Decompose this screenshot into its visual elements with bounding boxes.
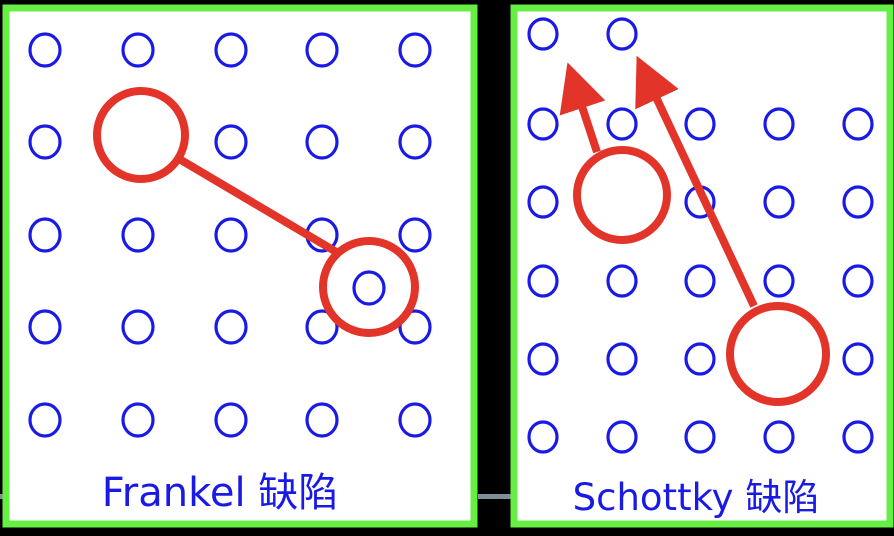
schottky-vacancy-ring-right — [726, 302, 830, 406]
baseline-marker-middle — [478, 494, 512, 499]
schottky-atom-r2-c4 — [763, 107, 795, 141]
frenkel-atom-r5-c3 — [214, 402, 248, 438]
frenkel-panel: Frankel 缺陷 — [2, 4, 478, 528]
frenkel-atom-r1-c4 — [305, 32, 339, 68]
schottky-panel: Schottky 缺陷 — [510, 4, 894, 528]
frenkel-atom-r2-c1 — [28, 124, 62, 160]
schottky-atom-r2-c5 — [842, 107, 874, 141]
schottky-atom-r2-c1 — [527, 107, 559, 141]
frenkel-atom-r5-c5 — [398, 402, 432, 438]
schottky-atom-r4-c3 — [684, 264, 716, 298]
frenkel-atom-r3-c3 — [214, 217, 248, 253]
schottky-migration-arrow-right — [635, 55, 758, 308]
schottky-atom-r3-c1 — [527, 185, 559, 219]
schottky-atom-r6-c3 — [684, 420, 716, 454]
schottky-atom-r5-c5 — [842, 342, 874, 376]
schottky-migration-arrow-left — [559, 62, 606, 154]
frenkel-atom-r3-c1 — [28, 217, 62, 253]
schottky-atom-r4-c2 — [606, 264, 638, 298]
frenkel-atom-r2-c5 — [398, 124, 432, 160]
frenkel-atom-r4-c3 — [214, 309, 248, 345]
schottky-atom-r6-c1 — [527, 420, 559, 454]
schottky-atom-r2-c3 — [684, 107, 716, 141]
frenkel-panel-frame — [2, 4, 478, 528]
frenkel-atom-r4-c2 — [121, 309, 155, 345]
schottky-atom-r4-c5 — [842, 264, 874, 298]
schottky-atom-r2-c2 — [606, 107, 638, 141]
schottky-atom-r5-c2 — [606, 342, 638, 376]
schottky-atom-r1-c1 — [527, 17, 559, 51]
schottky-atom-r6-c2 — [606, 420, 638, 454]
frenkel-vacancy-ring — [93, 87, 189, 183]
frenkel-atom-r3-c2 — [121, 217, 155, 253]
frenkel-caption: Frankel 缺陷 — [102, 470, 339, 516]
schottky-atom-r5-c1 — [527, 342, 559, 376]
frenkel-atom-r3-c5 — [398, 217, 432, 253]
frenkel-atom-r5-c1 — [28, 402, 62, 438]
frenkel-defect — [93, 87, 419, 337]
frenkel-atom-r1-c2 — [121, 32, 155, 68]
schottky-atom-r5-c3 — [684, 342, 716, 376]
frenkel-displacement-line — [178, 156, 341, 257]
frenkel-atom-r4-c5 — [398, 309, 432, 345]
schottky-atom-r4-c4 — [763, 264, 795, 298]
schottky-atom-r6-c4 — [763, 420, 795, 454]
frenkel-atom-lattice — [28, 32, 432, 438]
frenkel-atom-r4-c1 — [28, 309, 62, 345]
frenkel-atom-r2-c3 — [214, 124, 248, 160]
schottky-defect — [559, 55, 830, 406]
schottky-atom-r6-c5 — [842, 420, 874, 454]
frenkel-atom-r1-c5 — [398, 32, 432, 68]
frenkel-atom-r1-c1 — [28, 32, 62, 68]
schottky-vacancy-ring-left — [573, 146, 671, 244]
frenkel-atom-r4-c4 — [305, 309, 339, 345]
schottky-atom-r1-c2 — [606, 17, 638, 51]
frenkel-atom-r1-c3 — [214, 32, 248, 68]
frenkel-atom-r2-c4 — [305, 124, 339, 160]
frenkel-atom-r5-c2 — [121, 402, 155, 438]
frenkel-interstitial-atom — [352, 270, 386, 306]
schottky-atom-r3-c5 — [842, 185, 874, 219]
frenkel-atom-r5-c4 — [305, 402, 339, 438]
schottky-caption: Schottky 缺陷 — [573, 476, 820, 519]
schottky-atom-r3-c4 — [763, 185, 795, 219]
schottky-atom-r4-c1 — [527, 264, 559, 298]
schottky-atom-lattice — [527, 17, 874, 454]
frenkel-interstitial-ring — [319, 237, 419, 337]
